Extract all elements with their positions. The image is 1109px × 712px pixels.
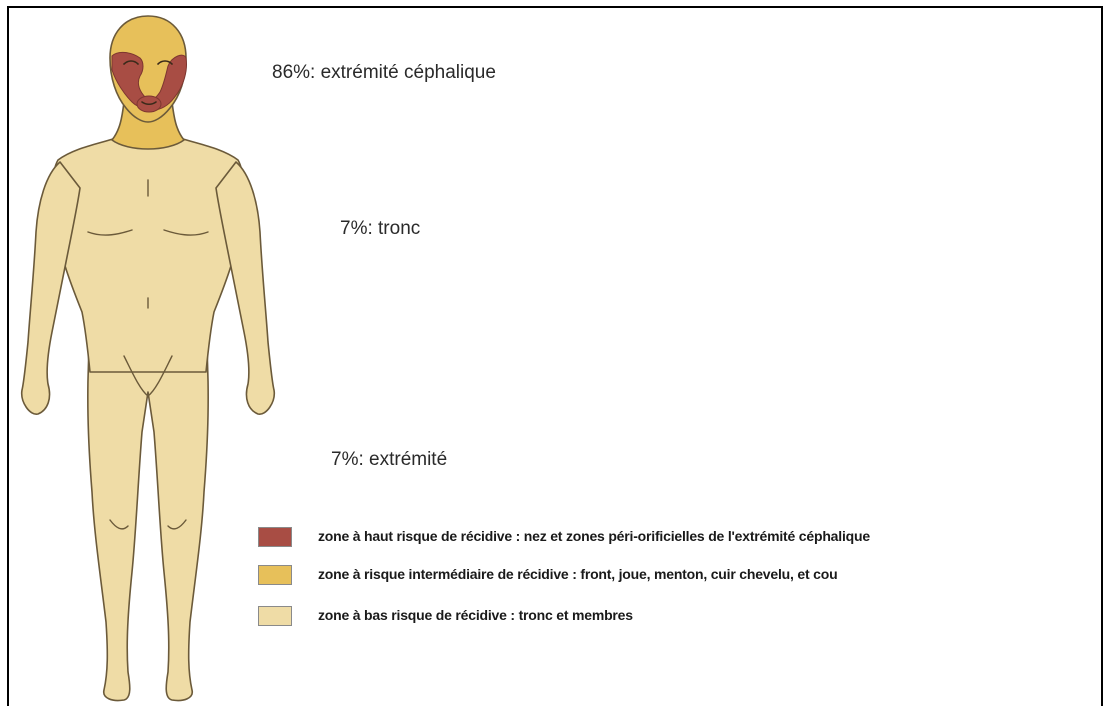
legend-swatch-intermediate-risk (258, 565, 292, 585)
label-head-percentage: 86%: extrémité céphalique (272, 62, 496, 83)
label-limbs-percentage: 7%: extrémité (331, 449, 448, 470)
body-torso (52, 137, 244, 373)
right-knee (167, 519, 187, 530)
legend-swatch-low-risk (258, 606, 292, 626)
figure-frame (7, 6, 1103, 706)
right-eye (157, 60, 173, 65)
body-left-arm (20, 161, 81, 415)
legend-label-low-risk: zone à bas risque de récidive : tronc et… (318, 607, 633, 623)
left-eye (123, 60, 139, 65)
label-trunk-percentage: 7%: tronc (340, 218, 421, 239)
mouth (141, 101, 157, 106)
body-right-arm (215, 161, 276, 415)
human-body-figure (20, 15, 276, 702)
legend-swatch-high-risk (258, 527, 292, 547)
body-neck (111, 101, 185, 150)
chest-line-right (163, 229, 209, 236)
legend-label-intermediate-risk: zone à risque intermédiaire de récidive … (318, 566, 838, 582)
body-legs (87, 331, 209, 702)
left-knee (109, 519, 129, 530)
groin (123, 355, 173, 397)
chest-line-left (87, 229, 133, 236)
legend-label-high-risk: zone à haut risque de récidive : nez et … (318, 528, 870, 544)
